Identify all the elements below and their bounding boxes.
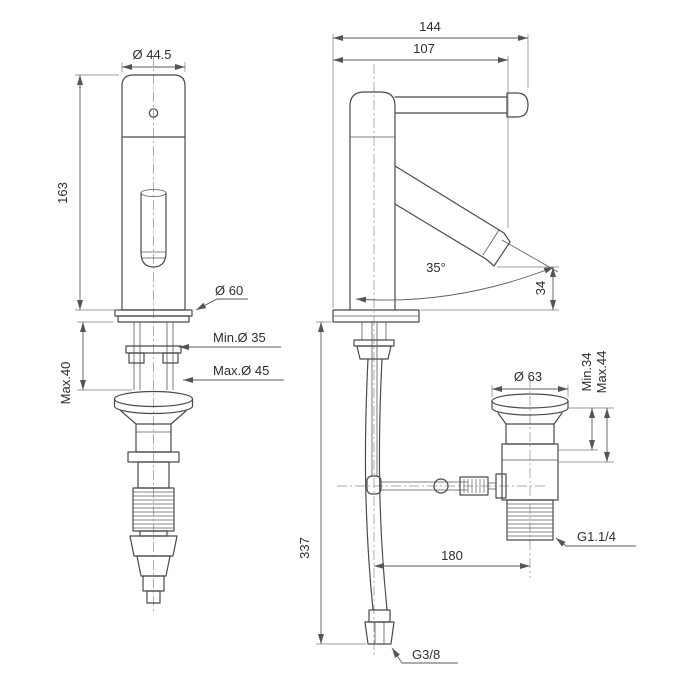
extension-lines-deck-range [558,407,614,463]
lever-arm [394,96,508,114]
extension-lines-outlet-height [421,266,559,311]
dim-label-waste-thread: G1.1/4 [577,529,616,544]
side-lever-handle [394,92,529,118]
dim-label-deck-min: Min.34 [579,352,594,391]
side-waste-flange-rim [491,400,569,416]
hose-nut [364,621,395,645]
dim-label-body-height: 163 [55,182,70,204]
front-faucet-body [121,74,186,311]
side-shank [361,322,387,340]
side-view: 35° 34 [297,19,636,664]
hose-nut-facets [374,622,385,644]
spout-outline [394,165,511,267]
dim-label-base-diameter: Ø 60 [215,283,243,298]
rod-clevis [366,475,382,495]
side-waste-assembly [491,393,569,541]
extension-lines-body-height [75,74,119,311]
front-spout [140,189,167,268]
ball-joint [433,478,449,494]
dim-label-deck-max: Max.44 [594,351,609,394]
dim-label-min-hole: Min.Ø 35 [213,330,266,345]
pop-up-rod [371,322,378,476]
extension-lines-overall-depth [332,34,529,308]
dim-label-overall-depth: 144 [419,19,441,34]
mounting-nut-right [162,352,179,364]
dim-label-outlet-height: 34 [533,281,548,295]
waste-chamfer [120,410,187,425]
dim-label-drain-offset: 180 [441,548,463,563]
mounting-nut-left [128,352,145,364]
leader-waste-thread [555,537,636,547]
dim-label-spout-reach: 107 [413,41,435,56]
front-waste-assembly [113,390,194,604]
leader-supply-thread [391,647,458,664]
mounting-studs [133,322,174,390]
tailpiece-tip [146,590,161,604]
front-dimensions: Ø 44.5 163 Max.40 Ø 60 Min.Ø 35 Max.Ø 45 [55,47,284,404]
lever-knob [506,92,529,118]
coupling-nut [129,535,178,557]
extension-lines-max-deck [77,321,132,391]
dim-label-spout-angle: 35° [426,260,446,275]
knurl-hatching [463,479,485,493]
spout-rounded-tip [140,251,167,268]
hose-fitting [368,609,391,623]
linkage-rod [381,473,507,499]
linkage-stub [488,482,496,490]
front-view: Ø 44.5 163 Max.40 Ø 60 Min.Ø 35 Max.Ø 45 [55,47,284,612]
side-thread-hatching [507,503,553,537]
supply-hose [364,358,395,645]
leader-base-diameter [195,298,248,311]
side-faucet-body [349,91,396,311]
hose-left-edge [364,358,374,611]
angle-arc [355,266,555,303]
side-dimensions: 144 107 Ø 63 Min.34 Max.44 G1.1/4 180 33… [297,19,636,664]
waste-flange-rim [113,398,194,415]
dim-label-max-deck: Max.40 [58,362,73,405]
knurled-sleeve [459,476,489,496]
side-spout [394,165,511,267]
dim-label-hose-length: 337 [297,537,312,559]
dim-label-top-diameter: Ø 44.5 [132,47,171,62]
dim-label-waste-diameter: Ø 63 [514,369,542,384]
waste-tee-clamp [495,473,507,499]
extension-lines-hose-length [316,321,366,645]
dim-label-max-hole: Max.Ø 45 [213,363,269,378]
lock-nut [136,555,171,577]
linkage-rod-lines [381,481,468,491]
aerator-ring-line [482,229,500,256]
dim-label-supply-thread: G3/8 [412,647,440,662]
handle-set-screw [148,108,159,118]
side-mounting-nut [356,345,392,360]
hose-right-edge [378,358,388,611]
base-plate-lower [117,315,190,323]
side-waste-chamfer [497,412,563,425]
thread-hatching [133,491,174,529]
